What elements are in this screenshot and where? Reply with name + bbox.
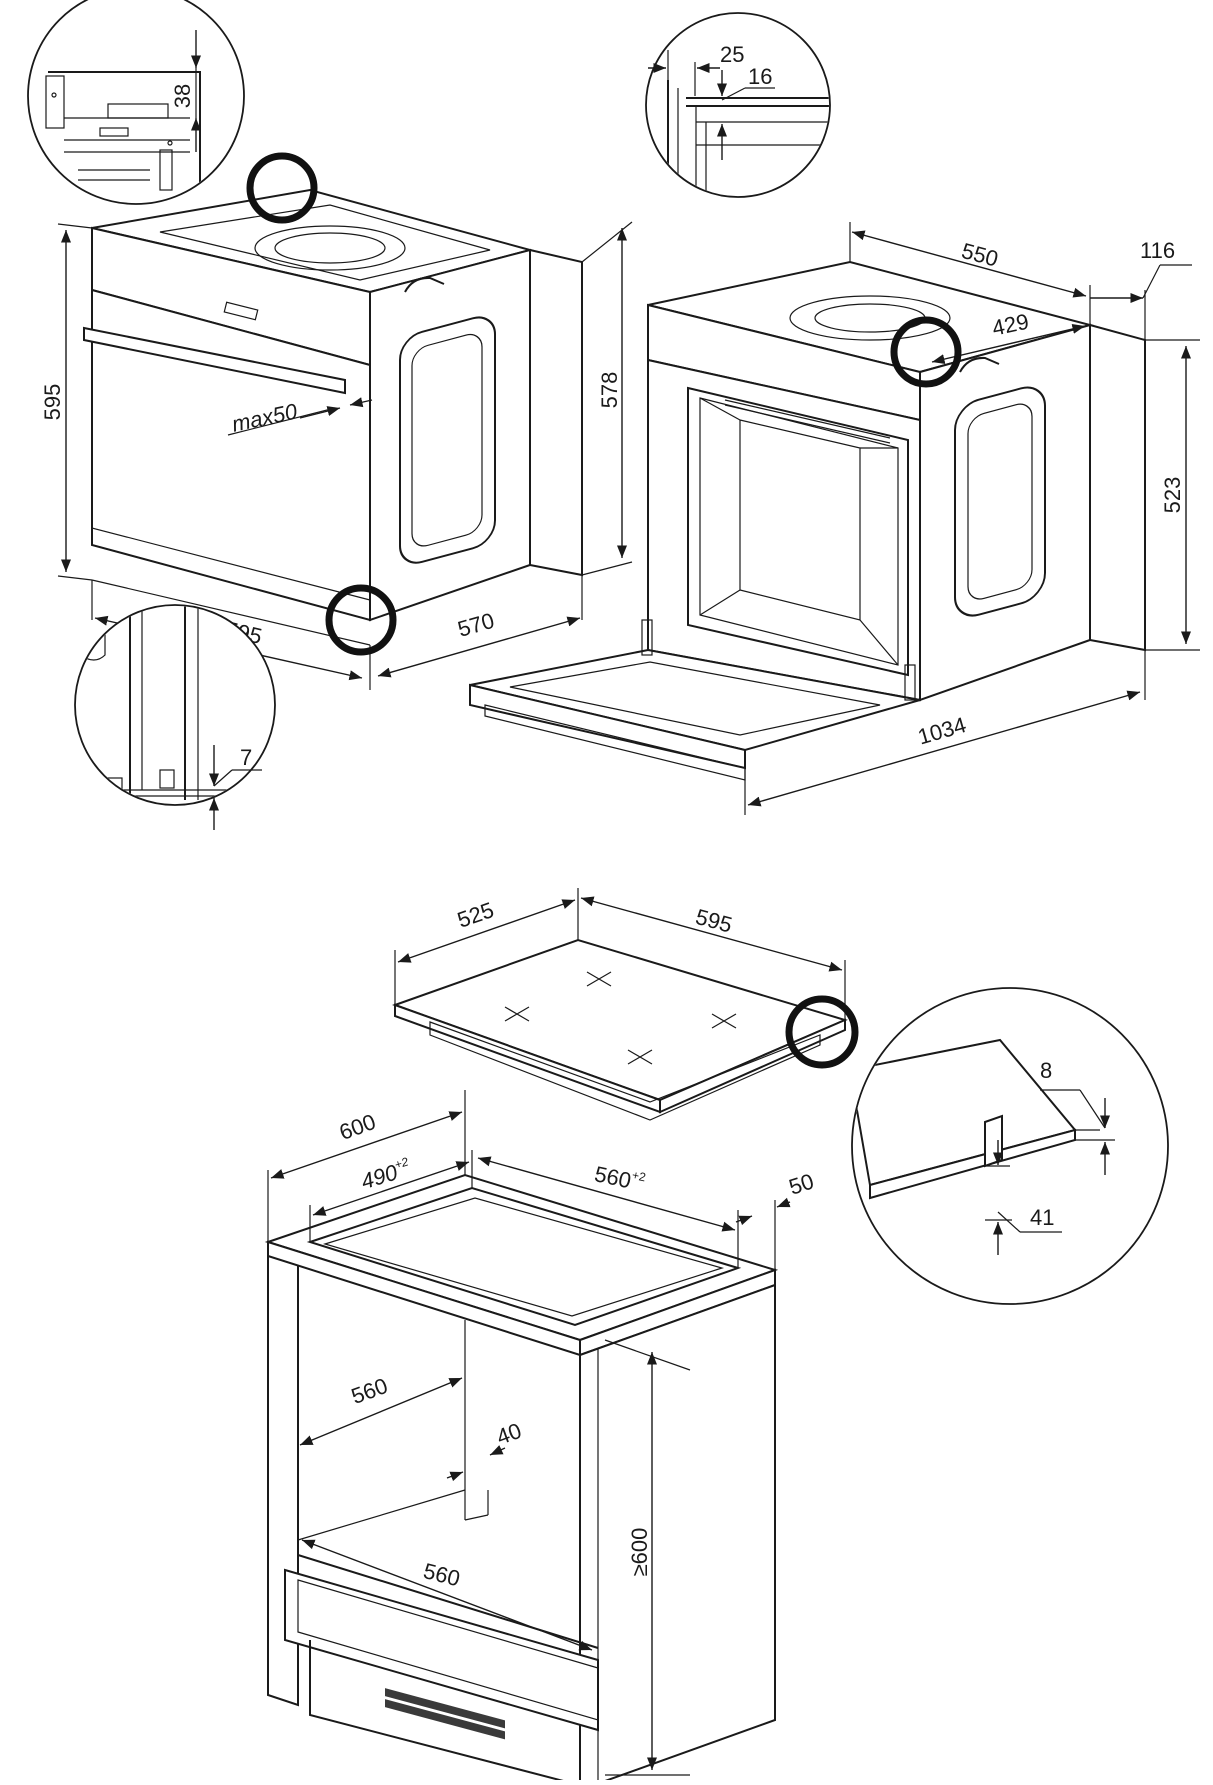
dim-open-rear: 116: [1090, 238, 1192, 340]
dim-open-height: 523: [1145, 339, 1200, 651]
detail-ring-hob: [785, 995, 859, 1069]
hob-width-label: 595: [693, 904, 735, 938]
rear-gap-label: 40: [493, 1418, 525, 1450]
dim-inner-depth: 560: [299, 1373, 463, 1446]
cabinet-width-label: 600: [336, 1109, 379, 1145]
detail-ring-bottom: [325, 584, 397, 656]
hob-thickness-label: 8: [1040, 1058, 1052, 1083]
detail-top-left: 38: [27, 0, 245, 205]
oven-side-height-label: 578: [597, 372, 622, 409]
dim-rear-clearance: 50: [735, 1168, 817, 1270]
detail-7-label: 7: [240, 745, 252, 770]
cutout-depth-label: 490+2: [358, 1154, 414, 1194]
detail-hob-edge: 8 41: [851, 987, 1169, 1305]
dim-cutout-width: 560+2: [477, 1156, 739, 1268]
oven-depth-label: 570: [455, 608, 497, 642]
dim-min-height: ≥600: [604, 1339, 691, 1776]
dim-oven-side-height: 578: [581, 221, 633, 576]
dim-rear-gap: 40: [446, 1418, 525, 1482]
open-height-label: 523: [1160, 477, 1185, 514]
oven-closed: [83, 188, 583, 646]
detail-top-right: 25 16: [645, 12, 831, 198]
inner-width-label: 560: [421, 1558, 463, 1591]
detail-bottom-left: 7: [74, 604, 276, 830]
zone-markers: [504, 971, 737, 1065]
inner-depth-label: 560: [348, 1373, 391, 1409]
oven-open: [469, 260, 1146, 781]
cabinet: [264, 1173, 779, 1785]
detail-25-label: 25: [720, 42, 744, 67]
dim-oven-height: 595: [40, 223, 93, 581]
vent-grille: [385, 1688, 505, 1740]
rear-clearance-label: 50: [786, 1168, 817, 1199]
detail-ring-top: [246, 152, 318, 224]
dim-open-depth: 1034: [744, 650, 1146, 815]
hob-depth-detail-label: 41: [1030, 1205, 1054, 1230]
oven-height-label: 595: [40, 384, 65, 421]
hob-depth-label: 525: [454, 897, 497, 933]
open-width-label: 550: [959, 238, 1001, 272]
cutout-width-label: 560+2: [592, 1160, 647, 1196]
open-rear-label: 116: [1140, 238, 1175, 263]
hob: [392, 938, 848, 1121]
detail-16-label: 16: [748, 64, 772, 89]
min-height-label: ≥600: [627, 1528, 652, 1577]
detail-ring-open: [890, 316, 962, 388]
detail-38-label: 38: [170, 84, 195, 108]
